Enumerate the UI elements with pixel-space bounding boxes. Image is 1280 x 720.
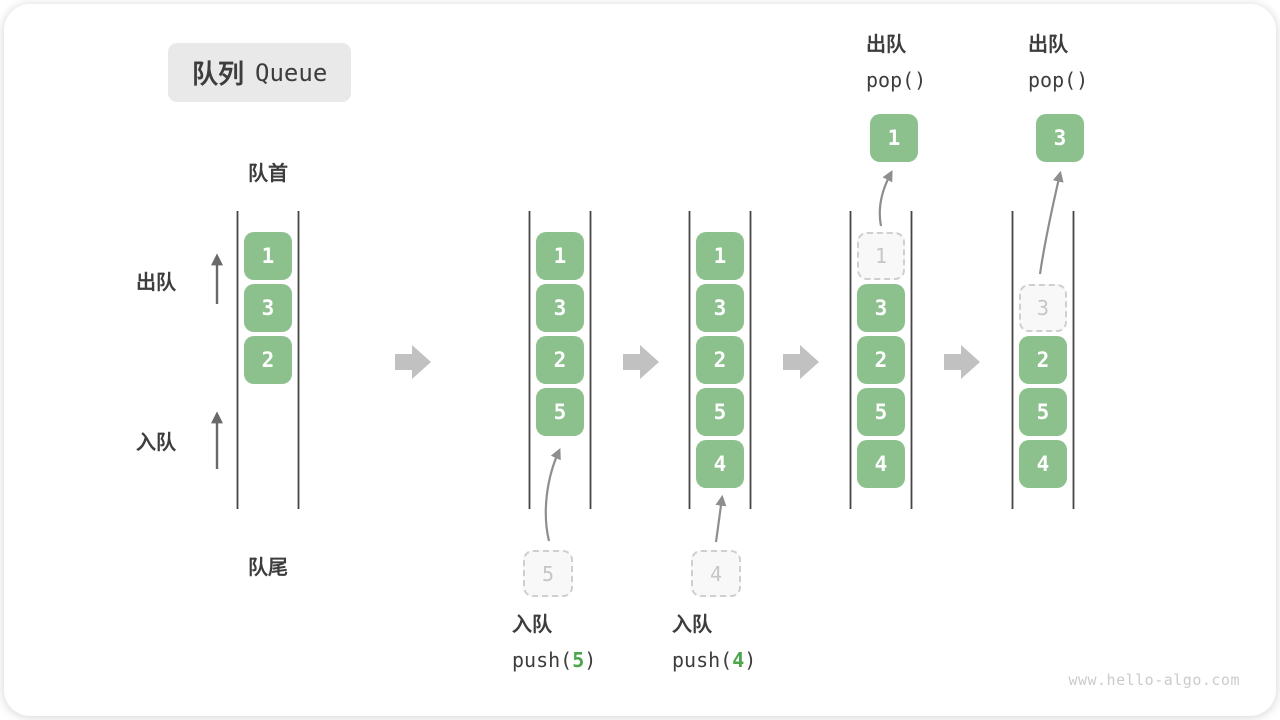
- queue-box: 2: [696, 336, 744, 384]
- enqueue-op-code-arg: 4: [732, 648, 745, 672]
- enqueue-op-label: 入队 push(5): [512, 613, 596, 672]
- queue-box: 5: [1019, 388, 1067, 436]
- queue-box: 5: [857, 388, 905, 436]
- queue-box: 1: [244, 232, 292, 280]
- dequeue-op-label: 出队 pop(): [1028, 33, 1088, 92]
- enqueue-op-zh: 入队: [512, 614, 552, 636]
- queue-box: 2: [244, 336, 292, 384]
- watermark: www.hello-algo.com: [1068, 671, 1240, 689]
- title-en: Queue: [255, 58, 328, 87]
- queue-box: 4: [696, 440, 744, 488]
- enqueue-op-zh: 入队: [672, 614, 712, 636]
- label-enqueue-side: 入队: [136, 432, 176, 454]
- queue-slot-ghost: 1: [857, 232, 905, 280]
- queue-box: 5: [536, 388, 584, 436]
- enqueue-op-code-post: ): [584, 648, 597, 672]
- queue-box: 3: [696, 284, 744, 332]
- title-zh: 队列: [192, 59, 245, 89]
- enqueue-op-code-pre: push(: [512, 648, 573, 672]
- dequeue-op-label: 出队 pop(): [866, 33, 926, 92]
- incoming-element-ghost: 5: [523, 550, 573, 597]
- queue-box: 2: [857, 336, 905, 384]
- queue-box: 5: [696, 388, 744, 436]
- enqueue-op-label: 入队 push(4): [672, 613, 756, 672]
- queue-box: 1: [536, 232, 584, 280]
- dequeue-op-code: pop(): [866, 68, 927, 92]
- enqueue-op-code-pre: push(: [672, 648, 733, 672]
- popped-box: 1: [870, 114, 918, 162]
- title-badge: 队列 Queue: [168, 43, 352, 102]
- label-dequeue-side: 出队: [136, 272, 176, 294]
- queue-box: 4: [857, 440, 905, 488]
- label-queue-rear: 队尾: [248, 557, 288, 579]
- incoming-element-ghost: 4: [691, 550, 741, 597]
- queue-box: 3: [857, 284, 905, 332]
- queue-box: 4: [1019, 440, 1067, 488]
- queue-box: 2: [1019, 336, 1067, 384]
- enqueue-op-code: push(5): [512, 648, 596, 672]
- label-queue-front: 队首: [248, 163, 288, 185]
- queue-slot-ghost: 3: [1019, 284, 1067, 332]
- popped-box: 3: [1036, 114, 1084, 162]
- enqueue-op-code: push(4): [672, 648, 756, 672]
- queue-box: 3: [536, 284, 584, 332]
- enqueue-op-code-post: ): [744, 648, 757, 672]
- dequeue-op-zh: 出队: [866, 34, 906, 56]
- queue-box: 2: [536, 336, 584, 384]
- dequeue-op-zh: 出队: [1028, 34, 1068, 56]
- queue-box: 3: [244, 284, 292, 332]
- queue-box: 1: [696, 232, 744, 280]
- enqueue-op-code-arg: 5: [572, 648, 585, 672]
- dequeue-op-code: pop(): [1028, 68, 1089, 92]
